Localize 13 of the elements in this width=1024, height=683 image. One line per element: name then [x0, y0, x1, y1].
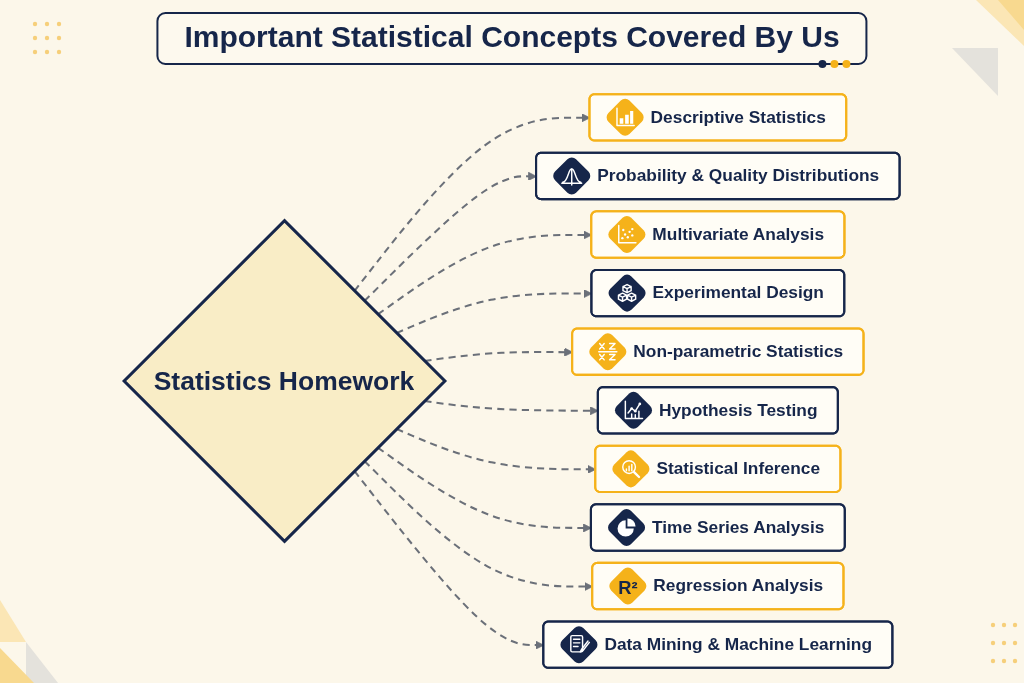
concept-label: Probability & Quality Distributions — [597, 165, 880, 188]
concept-label: Regression Analysis — [653, 575, 824, 598]
title: Important Statistical Concepts Covered By Us — [184, 20, 840, 54]
concept-label: Data Mining & Machine Learning — [604, 633, 873, 657]
hub-label: Statistics Homework — [153, 364, 415, 398]
concept-label: Experimental Design — [652, 282, 824, 305]
concept-label: Descriptive Statistics — [650, 106, 826, 129]
concept-label: Hypothesis Testing — [659, 399, 818, 422]
concept-label: Non-parametric Statistics — [633, 340, 844, 364]
dashed-arrow — [377, 446, 592, 533]
concept-label: Multivariate Analysis — [652, 223, 825, 246]
concept-label: Time Series Analysis — [652, 516, 825, 539]
concept-label: Statistical Inference — [656, 457, 821, 481]
